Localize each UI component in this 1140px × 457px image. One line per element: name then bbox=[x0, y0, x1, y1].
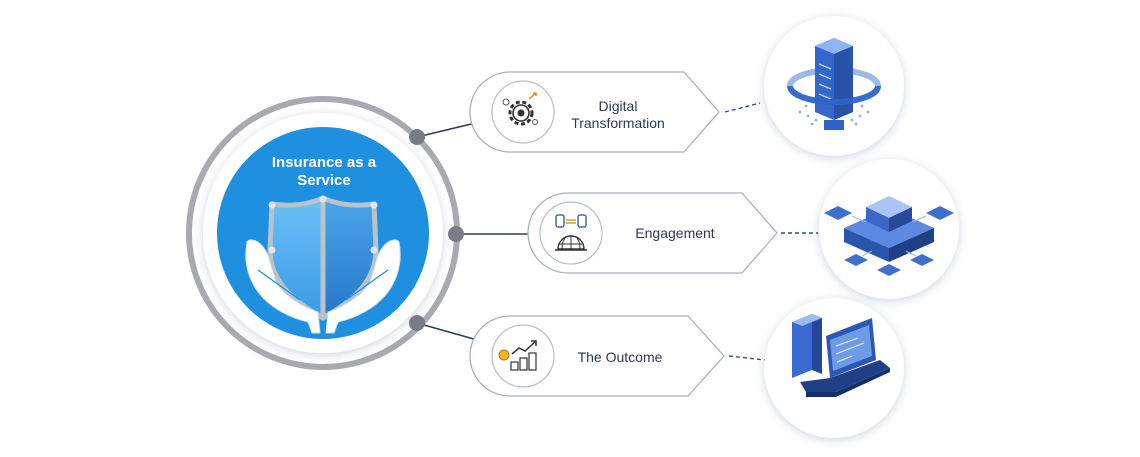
branch-card-3[interactable] bbox=[469, 315, 725, 397]
laptop-server-illustration bbox=[764, 298, 904, 438]
branch-card-2[interactable] bbox=[527, 192, 778, 274]
branch-card-1[interactable] bbox=[469, 71, 720, 153]
connector-dot-3 bbox=[409, 315, 425, 331]
isometric-server-network-illustration bbox=[819, 159, 959, 299]
connector-dot-1 bbox=[409, 129, 425, 145]
branch-label-3: The Outcome bbox=[562, 349, 678, 366]
connector-dot-2 bbox=[448, 226, 464, 242]
growth-coins-chart-icon bbox=[498, 340, 537, 371]
branch-label-3-line1: The Outcome bbox=[577, 349, 663, 365]
hub-title-line2: Service bbox=[297, 172, 351, 189]
dashed-connectors bbox=[724, 102, 818, 361]
shield-hands-icon bbox=[245, 195, 401, 334]
hub bbox=[186, 96, 464, 370]
branch-label-1: Digital Transformation bbox=[560, 98, 676, 132]
globe-network-icon bbox=[555, 214, 587, 251]
branch-label-2: Engagement bbox=[616, 225, 734, 242]
branch-label-2-line1: Engagement bbox=[635, 225, 715, 241]
hub-title-line1: Insurance as a bbox=[271, 154, 377, 171]
gear-settings-icon bbox=[502, 92, 538, 126]
branch-label-1-line2: Transformation bbox=[571, 115, 665, 131]
branch-label-1-line1: Digital bbox=[598, 98, 638, 114]
server-tower-illustration bbox=[764, 16, 904, 156]
hub-title: Insurance as a Service bbox=[250, 154, 398, 190]
